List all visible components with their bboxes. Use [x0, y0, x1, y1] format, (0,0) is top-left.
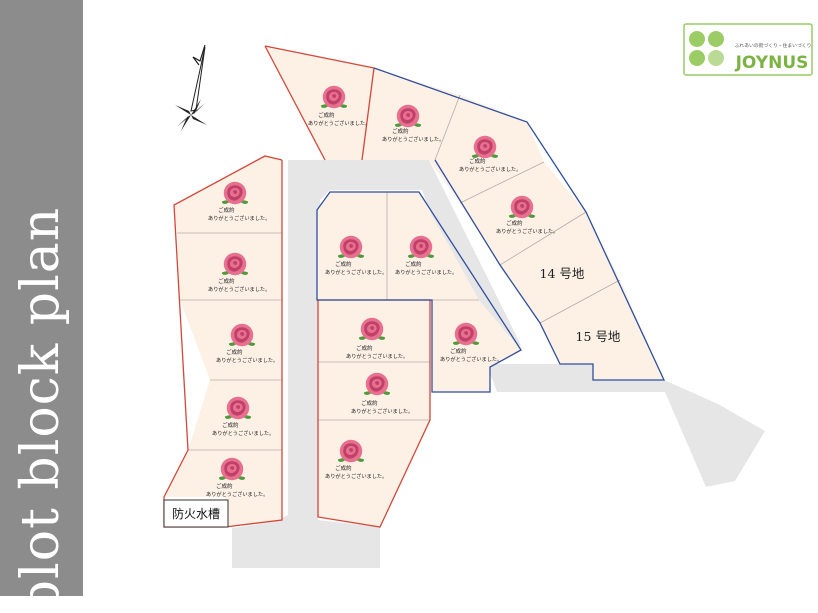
lot-divider: [459, 161, 545, 204]
sold-label-line2: ありがとうございました。: [496, 227, 558, 235]
sold-label-line1: ご成約: [361, 399, 378, 407]
site-plan: ご成約ありがとうございました。ご成約ありがとうございました。ご成約ありがとうござ…: [163, 23, 813, 568]
sold-label-line2: ありがとうございました。: [216, 356, 278, 364]
sold-label-line2: ありがとうございました。: [208, 285, 270, 293]
sold-label-line2: ありがとうございました。: [206, 490, 268, 498]
sold-label-line2: ありがとうございました。: [212, 429, 274, 437]
block-outlines: [163, 45, 666, 528]
sold-label-line1: ご成約: [218, 206, 235, 214]
red-block-west-2: [264, 45, 326, 161]
sold-label-line1: ご成約: [218, 277, 235, 285]
road-main: [232, 160, 765, 568]
lot-1[interactable]: [265, 46, 374, 160]
sold-label-line2: ありがとうございました。: [351, 407, 413, 415]
red-block-west-3: [163, 155, 283, 528]
joynus-logo: ふれあいの街づくり・住まいづくり JOYNUS: [683, 23, 813, 76]
logo-wordmark: JOYNUS: [735, 53, 809, 73]
lot-11[interactable]: [387, 192, 479, 300]
sold-label-line1: ご成約: [216, 482, 233, 490]
lot-14-label: 14 号地: [540, 266, 585, 281]
sold-label-line1: ご成約: [226, 348, 243, 356]
sold-label-line1: ご成約: [506, 219, 523, 227]
blue-block-ne: [373, 67, 666, 381]
sold-label-line2: ありがとうございました。: [325, 472, 387, 480]
sold-label-line1: ご成約: [392, 127, 409, 135]
sold-label-line2: ありがとうございました。: [308, 119, 370, 127]
sold-label-line1: ご成約: [318, 111, 335, 119]
sidebar: plot block plan: [0, 0, 83, 613]
sold-label-line1: ご成約: [335, 260, 352, 268]
blue-block-centre: [316, 191, 522, 393]
sold-label-line1: ご成約: [405, 260, 422, 268]
logo-tagline: ふれあいの街づくり・住まいづくり: [735, 42, 812, 49]
lot-9[interactable]: [164, 450, 282, 527]
sold-label-line2: ありがとうございました。: [459, 165, 521, 173]
lot-divider: [434, 94, 461, 161]
lot-divider: [499, 211, 587, 266]
sold-label-line1: ご成約: [356, 344, 373, 352]
sold-label-line2: ありがとうございました。: [346, 352, 408, 360]
north-arrow-icon: [175, 44, 207, 131]
sold-label-line1: ご成約: [450, 347, 467, 355]
lot-divider: [539, 279, 621, 324]
sold-label-line2: ありがとうございました。: [395, 268, 457, 276]
lot-dividers: [177, 94, 621, 451]
fire-tank-box: [163, 499, 229, 528]
sold-marks: ご成約ありがとうございました。ご成約ありがとうございました。ご成約ありがとうござ…: [206, 85, 558, 498]
lot-15-label: 15 号地: [576, 329, 621, 344]
lot-15[interactable]: [540, 280, 664, 380]
lot-7[interactable]: [180, 300, 282, 380]
sold-label-line2: ありがとうございました。: [440, 355, 502, 363]
road: [232, 160, 765, 568]
lot-13[interactable]: [429, 160, 460, 203]
lot-14[interactable]: [500, 212, 620, 323]
logo-leaf-icon: [689, 31, 724, 66]
sold-label-line2: ありがとうございました。: [208, 214, 270, 222]
sold-label-line1: ご成約: [469, 157, 486, 165]
sold-label-line1: ご成約: [222, 421, 239, 429]
sold-label-line2: ありがとうございました。: [325, 268, 387, 276]
sold-label-line1: ご成約: [335, 464, 352, 472]
fire-tank-label: 防火水槽: [172, 506, 220, 521]
sold-label-line2: ありがとうございました。: [382, 135, 444, 143]
lot-12[interactable]: [432, 300, 521, 392]
